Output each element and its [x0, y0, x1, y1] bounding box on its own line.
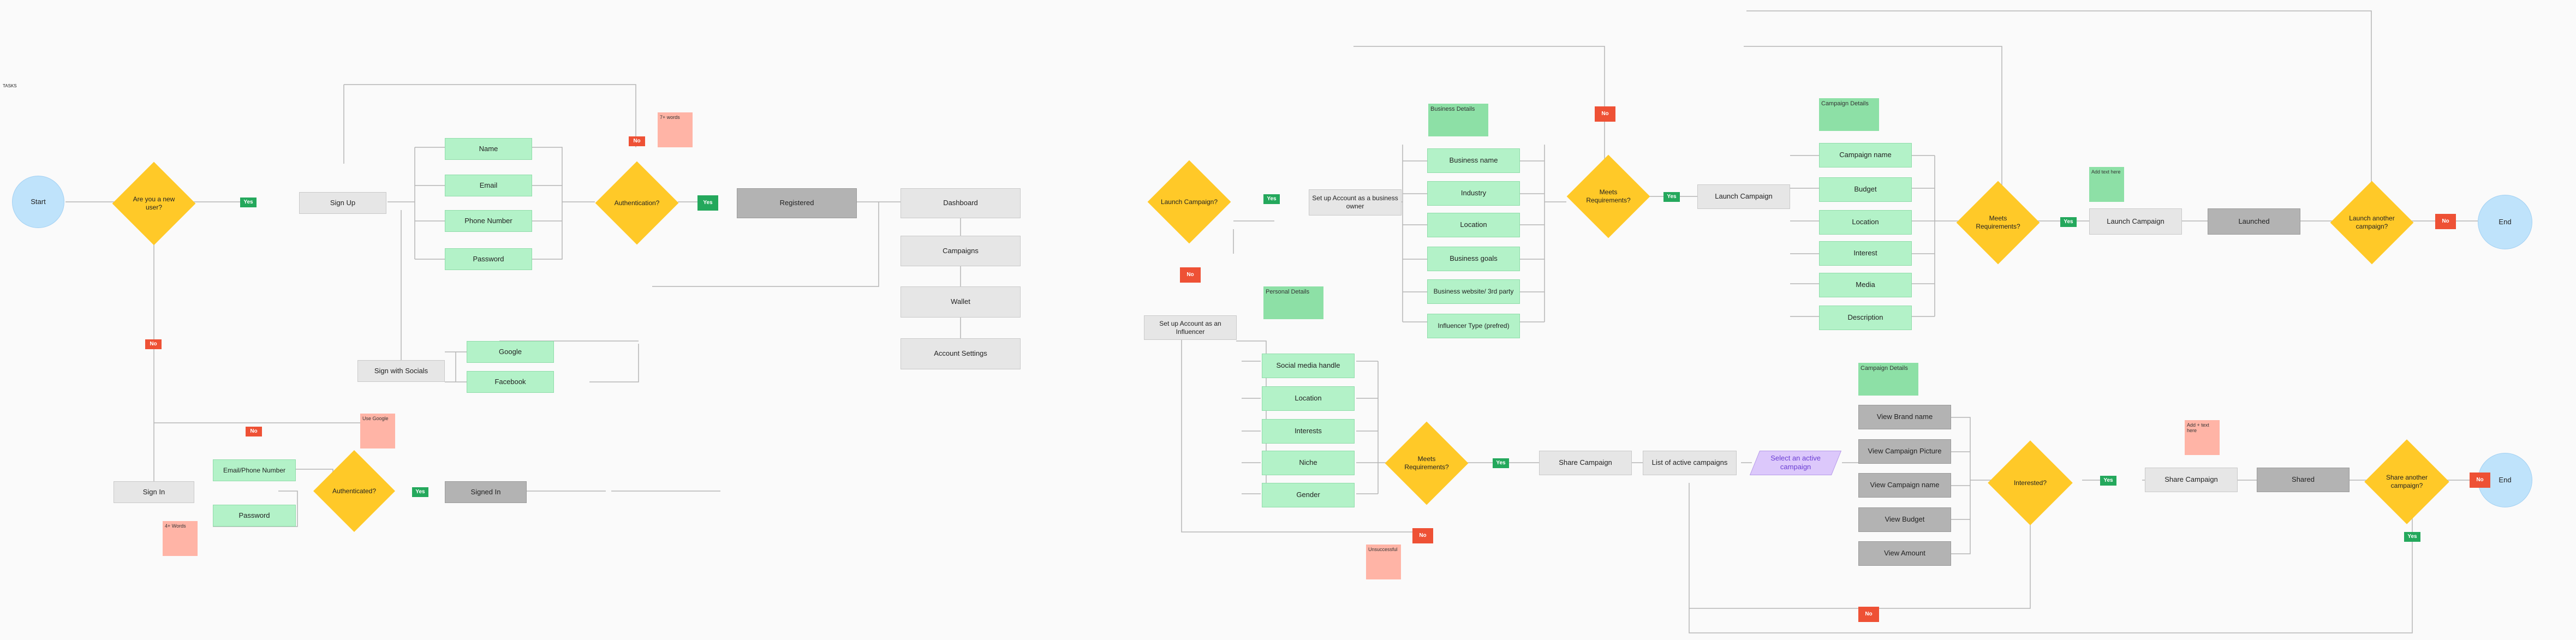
corner-label: TASKS [3, 83, 17, 88]
tag-yes-auth: Yes [697, 195, 718, 211]
setup-influencer-step: Set up Account as an Influencer [1144, 315, 1237, 340]
view-budget: View Budget [1858, 507, 1951, 532]
tag-no-launch-another: No [2435, 214, 2456, 229]
signed-in-state: Signed In [445, 481, 527, 503]
campaign-field-budget: Budget [1819, 177, 1912, 202]
business-field-industry: Industry [1427, 181, 1520, 206]
tag-yes-launch: Yes [1263, 194, 1280, 204]
note-pink-1: 7+ words [658, 112, 693, 147]
social-field-facebook: Facebook [467, 371, 554, 393]
end-terminal-1: End [2478, 195, 2532, 249]
wallet-step: Wallet [901, 286, 1021, 318]
social-field-google: Google [467, 341, 554, 363]
tag-yes-meets-3: Yes [2060, 217, 2077, 227]
business-field-influencer-type: Influencer Type (prefred) [1427, 314, 1520, 338]
note-pink-5: Add + text here [2185, 420, 2220, 455]
campaign-field-name: Campaign name [1819, 143, 1912, 168]
launch-campaign-step: Launch Campaign [1697, 184, 1790, 209]
launch-campaign-step-2: Launch Campaign [2089, 208, 2182, 235]
registered-state: Registered [737, 188, 857, 218]
campaign-field-location: Location [1819, 210, 1912, 235]
signup-field-name: Name [445, 138, 532, 160]
tag-no-auth: No [629, 136, 645, 146]
tag-yes-meets-1: Yes [1663, 192, 1680, 202]
tag-no-launch: No [1180, 267, 1201, 283]
influencer-field-social: Social media handle [1262, 354, 1355, 378]
business-field-website: Business website/ 3rd party [1427, 279, 1520, 304]
view-brand-name: View Brand name [1858, 405, 1951, 429]
view-campaign-name: View Campaign name [1858, 473, 1951, 498]
note-campaign-details-2: Campaign Details [1858, 363, 1918, 396]
note-personal-details: Personal Details [1263, 286, 1323, 319]
start-terminal: Start [12, 176, 64, 228]
note-pink-4: Unsuccessful [1366, 545, 1401, 579]
launched-state: Launched [2208, 208, 2300, 235]
influencer-field-location: Location [1262, 386, 1355, 411]
select-active-campaign-step[interactable]: Select an active campaign [1749, 451, 1842, 475]
tag-no-meets-1: No [1595, 106, 1615, 122]
tag-no-share-another: No [2470, 472, 2490, 488]
tag-yes-interested: Yes [2100, 476, 2116, 486]
dashboard-step: Dashboard [901, 188, 1021, 218]
signin-field-email-phone: Email/Phone Number [213, 459, 296, 481]
tag-yes-share-another: Yes [2404, 532, 2420, 542]
note-pink-3: 4+ Words [163, 521, 198, 556]
view-amount: View Amount [1858, 541, 1951, 566]
signup-field-phone: Phone Number [445, 210, 532, 232]
account-settings-step: Account Settings [901, 338, 1021, 369]
setup-business-step: Set up Account as a business owner [1309, 189, 1402, 216]
tag-yes-meets-2: Yes [1493, 458, 1509, 468]
campaign-field-interest: Interest [1819, 241, 1912, 266]
list-active-campaigns-step: List of active campaigns [1643, 451, 1737, 475]
share-campaign-step-2: Share Campaign [2145, 468, 2238, 492]
view-campaign-picture: View Campaign Picture [1858, 439, 1951, 464]
note-business-details: Business Details [1428, 104, 1488, 136]
influencer-field-gender: Gender [1262, 483, 1355, 507]
sign-up-step: Sign Up [299, 192, 386, 214]
tag-no-meets-2: No [1412, 528, 1433, 543]
sign-in-step: Sign In [114, 481, 194, 503]
share-campaign-step-1: Share Campaign [1539, 451, 1632, 475]
campaigns-step: Campaigns [901, 236, 1021, 266]
campaign-field-media: Media [1819, 273, 1912, 297]
signin-field-password: Password [213, 505, 296, 527]
tag-no-new-user: No [145, 339, 162, 349]
note-campaign-details-1: Campaign Details [1819, 98, 1879, 131]
select-active-campaign-label: Select an active campaign [1770, 454, 1821, 471]
influencer-field-niche: Niche [1262, 451, 1355, 475]
business-field-location: Location [1427, 213, 1520, 237]
note-green-1: Add text here [2089, 167, 2124, 202]
note-pink-2: Use Google [360, 414, 395, 448]
signup-field-email: Email [445, 175, 532, 196]
business-field-name: Business name [1427, 148, 1520, 173]
campaign-field-description: Description [1819, 306, 1912, 330]
sign-with-socials-step: Sign with Socials [357, 360, 445, 382]
tag-no-interested: No [1858, 607, 1879, 622]
signup-field-password: Password [445, 248, 532, 270]
tag-yes-new-user: Yes [240, 198, 257, 207]
tag-no-authenticated: No [246, 427, 262, 436]
influencer-field-interests: Interests [1262, 419, 1355, 444]
business-field-goals: Business goals [1427, 247, 1520, 271]
shared-state: Shared [2257, 468, 2350, 492]
tag-yes-authenticated: Yes [412, 487, 428, 497]
